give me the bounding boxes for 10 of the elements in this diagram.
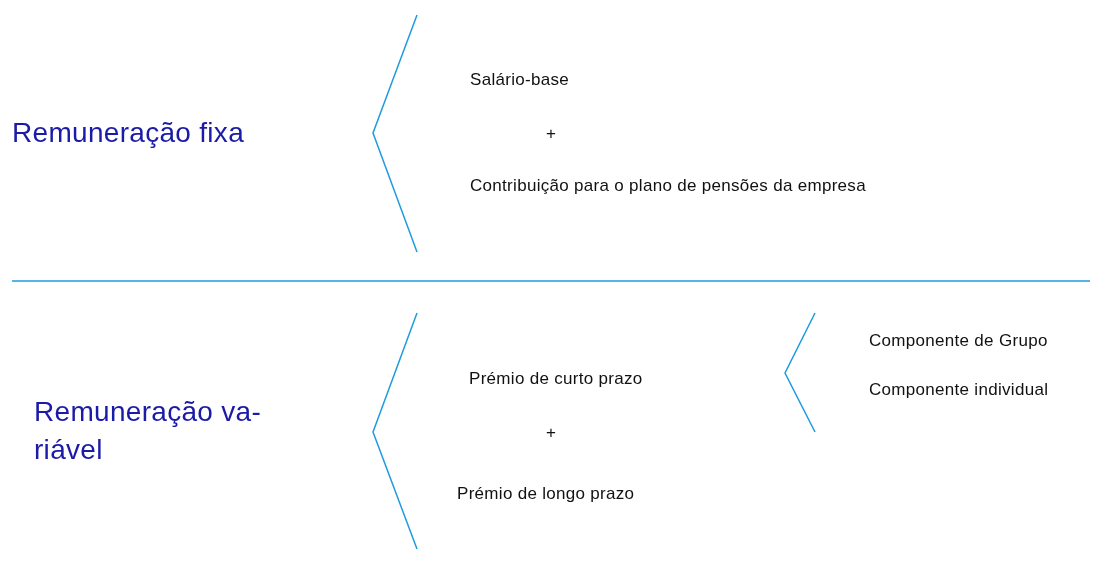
item-text: + [546,124,557,144]
item-text: Prémio de curto prazo [469,369,643,389]
item-text: Componente individual [869,380,1049,400]
item-text: Contribuição para o plano de pensões da empresa [470,176,866,196]
item-text: Componente de Grupo [869,331,1048,351]
item-text: Salário-base [470,70,570,90]
item-text: + [546,423,557,443]
item-text: Prémio de longo prazo [457,484,635,504]
section-heading: Remuneração va- riável [34,395,263,467]
section-heading: Remuneração fixa [12,116,246,150]
